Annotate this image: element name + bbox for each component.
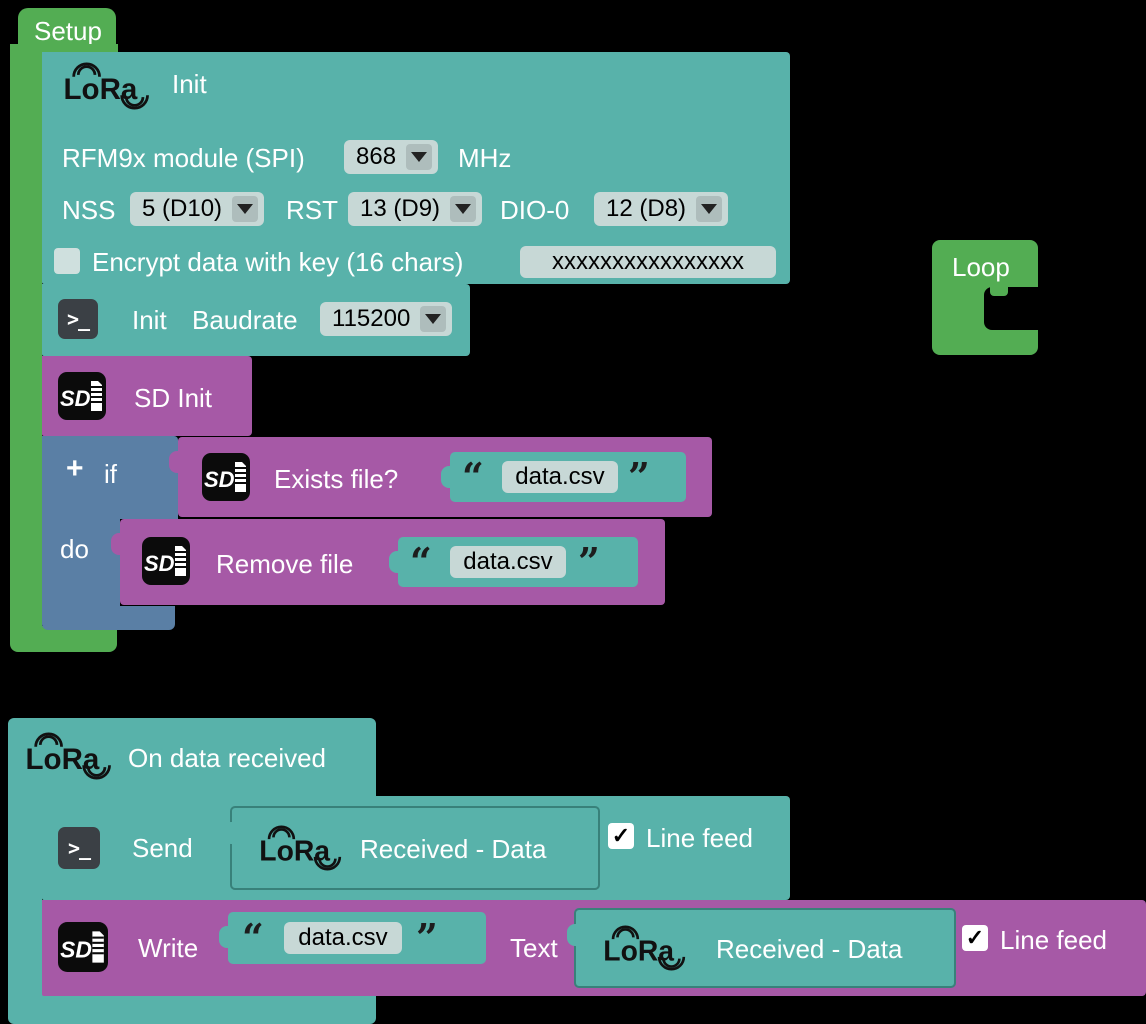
dropdown-arrow-icon bbox=[232, 196, 259, 222]
rst-dropdown[interactable]: 13 (D9) bbox=[348, 192, 483, 226]
line-feed-checkbox[interactable]: ✓ bbox=[608, 823, 634, 849]
nss-label: NSS bbox=[62, 195, 116, 225]
encrypt-checkbox[interactable] bbox=[54, 248, 80, 274]
svg-text:LoRa: LoRa bbox=[26, 743, 100, 776]
sd-init-block[interactable]: SD SD Init bbox=[42, 356, 252, 436]
terminal-icon: >_ bbox=[58, 299, 98, 339]
svg-text:SD: SD bbox=[144, 551, 175, 576]
sd-exists-file-block[interactable]: SD Exists file? “ data.csv ” bbox=[169, 437, 712, 517]
encrypt-label: Encrypt data with key (16 chars) bbox=[92, 247, 464, 277]
ondata-footer bbox=[8, 994, 376, 1024]
frequency-dropdown[interactable]: 868 bbox=[344, 140, 439, 174]
svg-text:LoRa: LoRa bbox=[259, 834, 330, 866]
sd-card-icon: SD bbox=[58, 922, 108, 972]
dropdown-value: 13 (D9) bbox=[360, 195, 441, 222]
line-feed-label: Line feed bbox=[1000, 925, 1107, 955]
dropdown-arrow-icon bbox=[406, 144, 433, 170]
sd-card-icon: SD bbox=[202, 453, 250, 501]
loop-socket-notch bbox=[990, 287, 1008, 296]
setup-left-spine bbox=[10, 44, 42, 636]
received-data-label: Received - Data bbox=[716, 934, 903, 964]
line-feed-label: Line feed bbox=[646, 823, 753, 853]
exists-file-title: Exists file? bbox=[274, 464, 399, 494]
serial-init-title: Init bbox=[132, 305, 167, 335]
if-mutator-plus[interactable]: + bbox=[66, 452, 84, 485]
string-value-block[interactable]: “ data.csv ” bbox=[389, 537, 638, 587]
svg-text:LoRa: LoRa bbox=[64, 73, 138, 106]
write-title: Write bbox=[138, 933, 199, 963]
dio-label: DIO-0 bbox=[500, 195, 570, 225]
svg-text:SD: SD bbox=[204, 467, 235, 492]
open-quote: “ bbox=[410, 539, 432, 584]
freq-unit-label: MHz bbox=[458, 143, 512, 173]
sd-write-block[interactable]: SD Write “ data.csv ” Text LoRa bbox=[42, 900, 1146, 996]
filename-field[interactable]: data.csv bbox=[284, 922, 402, 954]
close-quote: ” bbox=[416, 915, 438, 960]
send-title: Send bbox=[132, 833, 193, 863]
serial-init-block[interactable]: >_ Init Baudrate 115200 bbox=[42, 284, 470, 356]
string-value-block[interactable]: “ data.csv ” bbox=[219, 912, 486, 964]
remove-file-title: Remove file bbox=[216, 549, 354, 579]
close-quote: ” bbox=[578, 539, 600, 584]
baudrate-label: Baudrate bbox=[192, 305, 298, 335]
lora-logo-icon: LoRa bbox=[598, 923, 690, 973]
open-quote: “ bbox=[242, 915, 264, 960]
sd-card-icon: SD bbox=[58, 372, 106, 420]
setup-label: Setup bbox=[34, 16, 102, 46]
sd-remove-file-block[interactable]: SD Remove file “ data.csv ” bbox=[111, 519, 665, 605]
sd-card-icon: SD bbox=[142, 537, 190, 585]
sd-init-title: SD Init bbox=[134, 383, 213, 413]
dio-dropdown[interactable]: 12 (D8) bbox=[594, 192, 729, 226]
baudrate-dropdown[interactable]: 115200 bbox=[320, 302, 453, 336]
if-label: if bbox=[104, 459, 117, 489]
line-feed-checkbox[interactable]: ✓ bbox=[962, 925, 988, 951]
lora-logo-icon: LoRa bbox=[20, 730, 116, 782]
filename-field[interactable]: data.csv bbox=[450, 546, 566, 578]
rst-label: RST bbox=[286, 195, 338, 225]
terminal-icon: >_ bbox=[58, 827, 100, 869]
filename-field[interactable]: data.csv bbox=[502, 461, 618, 493]
module-label: RFM9x module (SPI) bbox=[62, 143, 305, 173]
lora-logo-icon: LoRa bbox=[58, 60, 154, 112]
check-icon: ✓ bbox=[965, 925, 985, 950]
lora-received-data-block[interactable]: LoRa Received - Data bbox=[223, 806, 600, 890]
loop-label: Loop bbox=[952, 252, 1010, 282]
lora-logo-icon: LoRa bbox=[254, 823, 346, 873]
serial-send-block[interactable]: >_ Send LoRa Received - Data ✓ Line feed bbox=[42, 796, 790, 900]
received-data-label: Received - Data bbox=[360, 834, 547, 864]
lora-init-block[interactable]: LoRa Init RFM9x module (SPI) 868 MHz NSS… bbox=[42, 52, 790, 284]
encrypt-key-field[interactable]: xxxxxxxxxxxxxxxx bbox=[520, 246, 776, 278]
ondata-title: On data received bbox=[128, 743, 327, 773]
if-do-spine bbox=[42, 519, 120, 607]
dropdown-value: 868 bbox=[356, 143, 397, 170]
nss-dropdown[interactable]: 5 (D10) bbox=[130, 192, 265, 226]
text-label: Text bbox=[510, 933, 558, 963]
lora-on-data-received-block[interactable]: LoRa On data received bbox=[8, 718, 376, 1024]
svg-text:LoRa: LoRa bbox=[603, 934, 674, 966]
dropdown-arrow-icon bbox=[450, 196, 477, 222]
dropdown-value: 12 (D8) bbox=[606, 195, 687, 222]
close-quote: ” bbox=[628, 454, 650, 499]
setup-footer bbox=[10, 626, 117, 652]
setup-block[interactable]: Setup bbox=[10, 8, 800, 652]
dropdown-arrow-icon bbox=[696, 196, 723, 222]
svg-text:SD: SD bbox=[60, 936, 92, 962]
open-quote: “ bbox=[462, 454, 484, 499]
dropdown-value: 5 (D10) bbox=[142, 195, 223, 222]
check-icon: ✓ bbox=[611, 823, 631, 848]
lora-init-title: Init bbox=[172, 69, 207, 99]
ondata-left-spine bbox=[8, 796, 42, 996]
svg-text:SD: SD bbox=[60, 386, 91, 411]
ondata-header bbox=[8, 718, 376, 796]
if-footer bbox=[42, 606, 175, 630]
dropdown-arrow-icon bbox=[420, 306, 447, 332]
if-block[interactable]: + if do bbox=[42, 436, 178, 630]
loop-block[interactable]: Loop bbox=[932, 240, 1038, 355]
dropdown-value: 115200 bbox=[332, 305, 411, 332]
if-header bbox=[42, 436, 178, 519]
do-label: do bbox=[60, 534, 89, 564]
lora-received-data-block[interactable]: LoRa Received - Data bbox=[567, 908, 956, 988]
string-value-block[interactable]: “ data.csv ” bbox=[441, 452, 686, 502]
